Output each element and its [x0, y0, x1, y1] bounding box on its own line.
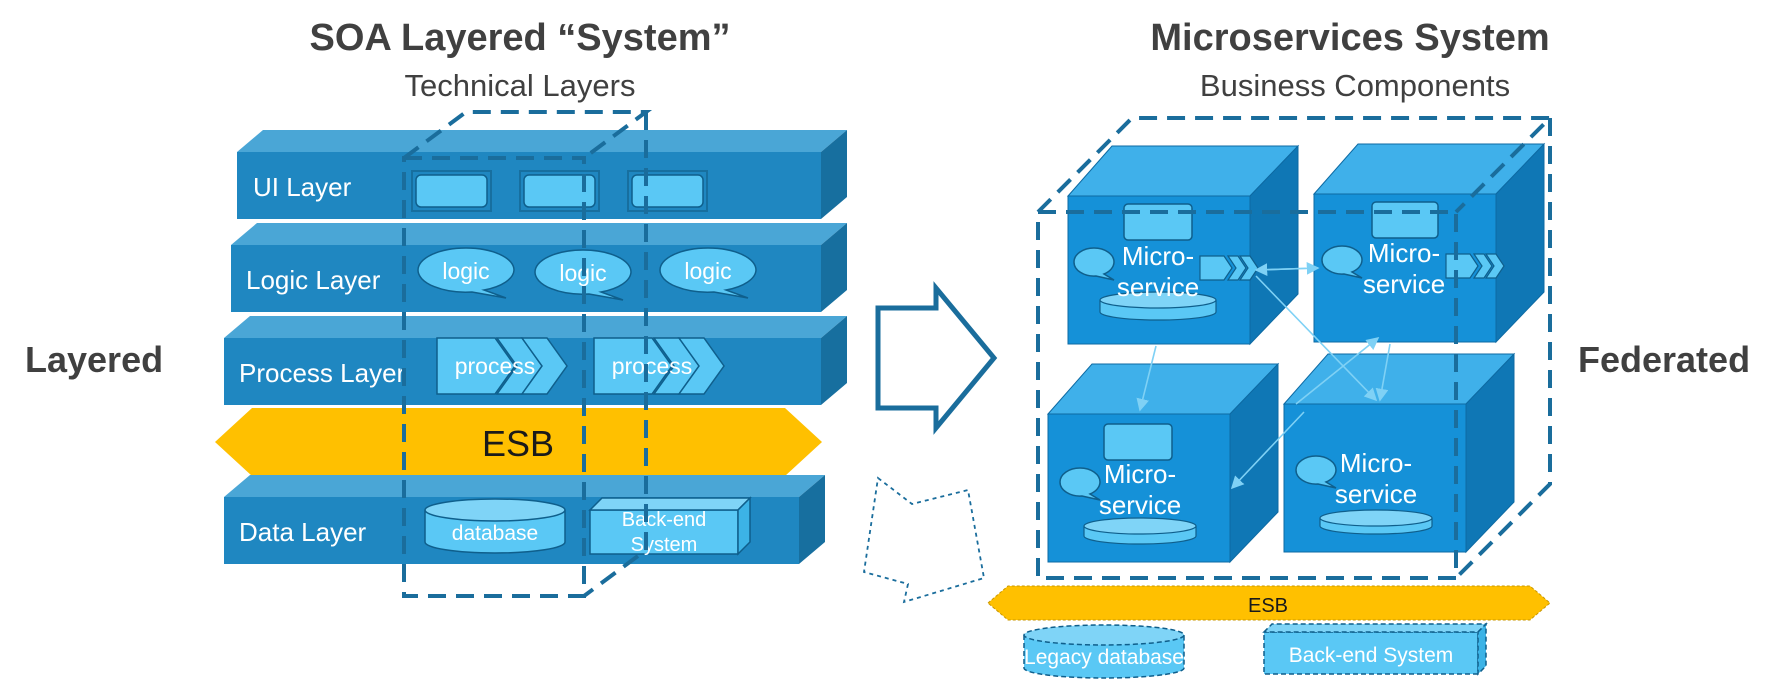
microservice-label-line2: service — [1099, 490, 1181, 520]
microservices-esb-label: ESB — [1248, 595, 1288, 617]
ui-layer-label: UI Layer — [253, 172, 352, 202]
microservice-cube: Micro- service — [1282, 352, 1516, 554]
microservice-cube: Micro- service — [1312, 142, 1546, 344]
ui-layer: UI Layer — [237, 130, 847, 219]
layered-label: Layered — [25, 339, 163, 380]
screen-icon — [1103, 423, 1173, 461]
data-layer: Data Layer database Back-end System — [224, 475, 825, 564]
microservice-cube: Micro- service — [1066, 144, 1300, 346]
screen-icon — [1371, 201, 1439, 239]
microservice-label-line2: service — [1335, 479, 1417, 509]
connection-arrow — [1254, 263, 1319, 277]
backend-system-label: Back-end System — [1289, 644, 1454, 667]
chat-bubble-icon — [1321, 245, 1363, 279]
chat-bubble-icon — [1295, 455, 1337, 489]
logic-layer: Logic Layer logic logic logic — [231, 223, 847, 312]
microservices-subtitle: Business Components — [1200, 68, 1510, 103]
process-chevron-icon: process — [593, 337, 725, 395]
backend-label-line1: Back-end — [622, 509, 707, 531]
chat-bubble-icon — [1073, 247, 1115, 281]
logic-bubble-label: logic — [442, 258, 489, 284]
soa-esb-arrow: ESB — [215, 408, 822, 476]
process-label: process — [455, 353, 536, 379]
database-label: database — [452, 522, 538, 545]
backend-system-box: Back-end System — [1262, 622, 1488, 676]
microservice-label-line1: Micro- — [1368, 238, 1440, 268]
vertical-slice-outline — [402, 110, 653, 598]
microservices-esb-arrow: ESB — [987, 585, 1551, 621]
transition-arrow — [875, 281, 998, 435]
connection-arrow — [1255, 275, 1378, 402]
microservice-label-line1: Micro- — [1122, 241, 1194, 271]
soa-title: SOA Layered “System” — [310, 17, 731, 59]
connection-arrow — [1375, 343, 1391, 402]
screen-icon — [1123, 203, 1193, 241]
microservice-label-line1: Micro- — [1104, 459, 1176, 489]
logic-bubble: logic — [417, 247, 515, 299]
database-icon — [1083, 517, 1197, 545]
database-icon: database — [424, 498, 566, 554]
data-layer-label: Data Layer — [239, 517, 367, 547]
backend-system-box: Back-end System — [588, 496, 752, 556]
database-icon — [1099, 291, 1217, 321]
legacy-database-icon: Legacy database — [1023, 624, 1185, 679]
service-connections — [1136, 261, 1391, 490]
logic-bubble-label: logic — [684, 258, 731, 284]
microservice-label-line1: Micro- — [1340, 448, 1412, 478]
ui-screen-icon — [627, 170, 708, 212]
microservice-cube: Micro- service — [1046, 362, 1280, 564]
legacy-database-label: Legacy database — [1024, 646, 1184, 669]
soa-subtitle: Technical Layers — [405, 68, 636, 103]
process-label: process — [612, 353, 693, 379]
connection-arrow — [1136, 345, 1157, 412]
soa-esb-label: ESB — [482, 423, 554, 464]
federated-label: Federated — [1578, 339, 1750, 380]
ui-screen-icon — [519, 170, 600, 212]
backend-label-line2: System — [631, 534, 698, 556]
microservice-label-line2: service — [1363, 269, 1445, 299]
microservice-label-line2: service — [1117, 272, 1199, 302]
logic-layer-label: Logic Layer — [246, 265, 381, 295]
system-boundary-outline — [1036, 116, 1555, 580]
database-icon — [1319, 509, 1433, 535]
logic-bubble: logic — [659, 247, 757, 299]
process-layer-label: Process Layer — [239, 358, 406, 388]
chat-bubble-icon — [1059, 467, 1101, 501]
chevron-icon — [1199, 255, 1259, 281]
process-layer: Process Layer process process — [224, 316, 847, 405]
connection-arrow — [1230, 411, 1305, 490]
connection-arrow — [1295, 336, 1380, 405]
ui-screen-icon — [411, 170, 492, 212]
dotted-transition-arrow — [862, 476, 986, 604]
process-chevron-icon: process — [436, 337, 568, 395]
microservices-title: Microservices System — [1150, 17, 1549, 59]
